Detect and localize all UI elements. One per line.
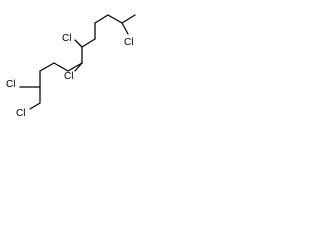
bond-cl-5 — [29, 102, 41, 110]
chlorine-label-lower-mid: Cl — [64, 71, 73, 82]
bond-1 — [121, 14, 136, 24]
chlorine-label-top-right: Cl — [124, 37, 133, 48]
chlorine-label-bottom-left: Cl — [16, 108, 25, 119]
chlorine-label-upper-mid: Cl — [62, 33, 71, 44]
bond-3 — [94, 14, 109, 24]
bond-5 — [81, 38, 96, 48]
bond-9 — [39, 62, 55, 72]
chlorine-label-left-mid: Cl — [6, 79, 15, 90]
bond-8 — [53, 62, 69, 72]
bond-cl-3 — [74, 62, 83, 72]
bond-cl-1 — [121, 22, 129, 35]
bond-cl-2 — [74, 39, 83, 48]
bond-7 — [67, 62, 83, 72]
bond-2 — [107, 14, 123, 24]
